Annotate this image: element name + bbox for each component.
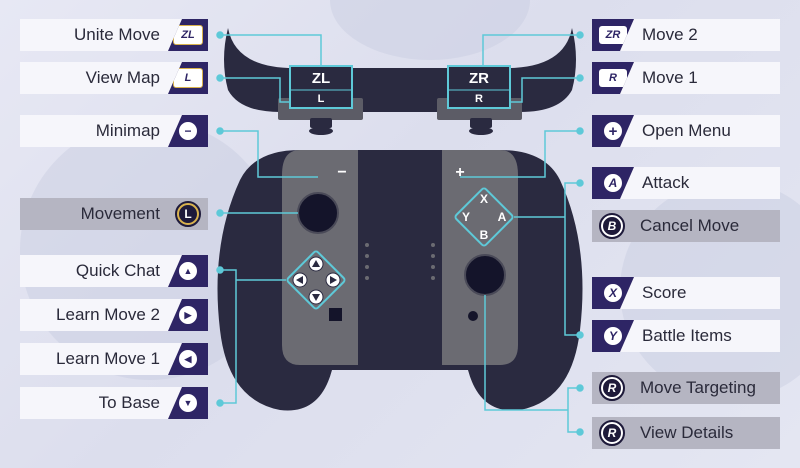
dpad-up-icon: ▲ bbox=[177, 260, 199, 282]
label-battle-items: Y Battle Items bbox=[592, 320, 780, 352]
label-quick-chat: Quick Chat ▲ bbox=[20, 255, 208, 287]
right-stick-press-icon: R bbox=[599, 420, 625, 446]
l-text: L bbox=[317, 93, 325, 105]
plus-button-icon: + bbox=[602, 120, 624, 142]
label-text: Unite Move bbox=[74, 25, 160, 44]
y-button-icon: Y bbox=[602, 325, 624, 347]
y-text: Y bbox=[461, 210, 470, 224]
label-to-base: To Base ▼ bbox=[20, 387, 208, 419]
minus-text: − bbox=[337, 164, 347, 181]
dpad-down-icon: ▼ bbox=[177, 392, 199, 414]
zr-text: ZR bbox=[469, 70, 489, 87]
label-learn-move-1: Learn Move 1 ◀ bbox=[20, 343, 208, 375]
zr-button-icon: ZR bbox=[599, 26, 627, 44]
label-text: Cancel Move bbox=[640, 216, 740, 235]
label-text: Open Menu bbox=[642, 121, 731, 140]
left-stick-icon: L bbox=[175, 201, 201, 227]
dpad-right-icon: ▶ bbox=[177, 304, 199, 326]
l-button-icon: L bbox=[173, 68, 203, 88]
label-learn-move-2: Learn Move 2 ▶ bbox=[20, 299, 208, 331]
label-text: Learn Move 2 bbox=[56, 305, 160, 324]
label-text: Score bbox=[642, 283, 687, 302]
label-movement: Movement L bbox=[20, 198, 208, 230]
label-move-targeting: R Move Targeting bbox=[592, 372, 780, 404]
a-button-icon: A bbox=[602, 172, 624, 194]
right-stick bbox=[464, 254, 506, 296]
zl-button bbox=[289, 65, 353, 109]
label-score: X Score bbox=[592, 277, 780, 309]
label-view-map: View Map L bbox=[20, 62, 208, 94]
minus-button-icon: − bbox=[177, 120, 199, 142]
b-text: B bbox=[479, 228, 489, 242]
left-joycon bbox=[282, 150, 358, 365]
label-text: Minimap bbox=[95, 121, 160, 140]
r-text: R bbox=[475, 93, 483, 105]
capture-button bbox=[329, 308, 342, 321]
x-button-icon: X bbox=[602, 282, 624, 304]
dpad-left-icon: ◀ bbox=[177, 348, 199, 370]
x-text: X bbox=[479, 192, 488, 206]
label-text: Learn Move 1 bbox=[56, 349, 160, 368]
zr-button bbox=[447, 65, 511, 109]
zl-button-icon: ZL bbox=[173, 25, 203, 45]
label-text: Move 1 bbox=[642, 68, 698, 87]
label-text: Move 2 bbox=[642, 25, 698, 44]
plus-text: + bbox=[455, 164, 465, 181]
a-text: A bbox=[497, 210, 507, 224]
r-button-icon: R bbox=[599, 69, 627, 87]
label-text: View Details bbox=[640, 423, 734, 442]
label-attack: A Attack bbox=[592, 167, 780, 199]
controller-top-view bbox=[224, 28, 576, 112]
left-stick bbox=[297, 192, 339, 234]
label-view-details: R View Details bbox=[592, 417, 780, 449]
label-text: Quick Chat bbox=[75, 261, 160, 280]
label-cancel-move: B Cancel Move bbox=[592, 210, 780, 242]
label-text: View Map bbox=[85, 68, 160, 87]
label-text: Battle Items bbox=[642, 326, 732, 345]
label-unite-move: Unite Move ZL bbox=[20, 19, 208, 51]
label-text: Attack bbox=[642, 173, 690, 192]
label-open-menu: + Open Menu bbox=[592, 115, 780, 147]
home-button bbox=[468, 311, 478, 321]
label-minimap: Minimap − bbox=[20, 115, 208, 147]
right-stick-icon: R bbox=[599, 375, 625, 401]
label-text: Movement bbox=[80, 204, 160, 223]
label-text: Move Targeting bbox=[640, 378, 756, 397]
label-move-2: ZR Move 2 bbox=[592, 19, 780, 51]
zl-text: ZL bbox=[311, 70, 331, 87]
label-move-1: R Move 1 bbox=[592, 62, 780, 94]
b-button-icon: B bbox=[599, 213, 625, 239]
label-text: To Base bbox=[98, 393, 160, 412]
